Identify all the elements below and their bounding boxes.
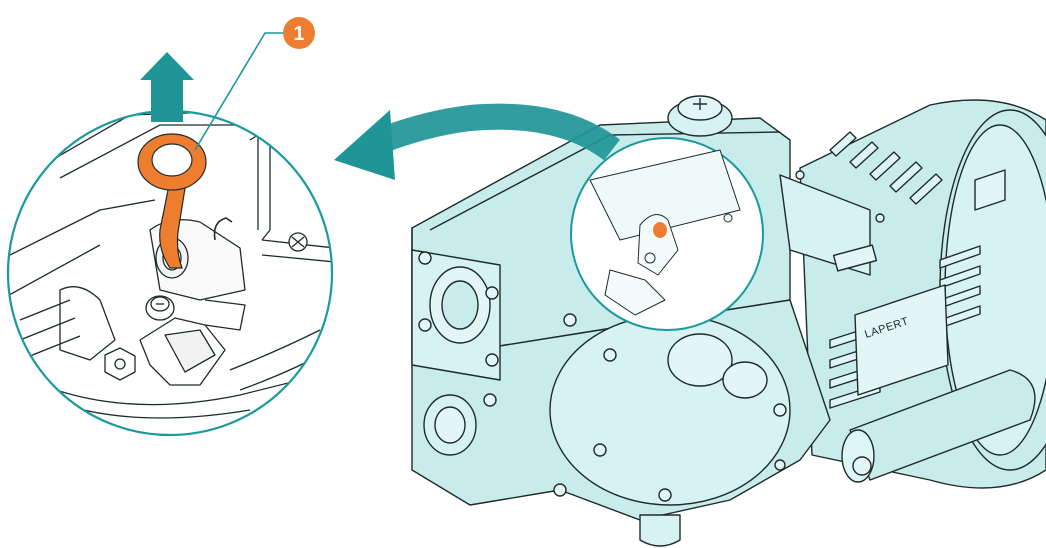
capacitor-nut [852,456,872,476]
motor-bracket [974,169,1006,211]
flange-bolt [418,251,432,265]
inlet-flange [411,249,501,381]
socket-bolt [145,295,175,321]
callout-1: 1 [194,17,315,151]
pump-end-cover [549,313,791,506]
flange-bolt [418,318,432,332]
detail-magnifier [6,109,334,437]
oil-filler-cap [667,95,733,137]
capacitor-cylinder [841,369,1036,483]
flange-bolt [485,286,499,300]
hex-nut [104,347,136,381]
motor-nameplate [854,284,949,396]
magnified-region-marker [570,137,764,331]
motor-cooling-fins-top [829,131,943,205]
flange-bolt [485,353,499,367]
zoom-direction-arrow [334,103,620,180]
motor-housing [799,99,1046,489]
terminal-box [779,170,885,276]
lifting-eye-indicator [653,222,667,238]
lifting-eye-bolt [137,133,207,269]
callout-number: 1 [293,23,304,45]
drain-port [423,393,497,456]
callout-badge [283,17,315,49]
vacuum-pump-assembly: LAPERT [411,95,1046,547]
outlet-stub [639,514,681,547]
lift-up-arrow [140,52,194,122]
